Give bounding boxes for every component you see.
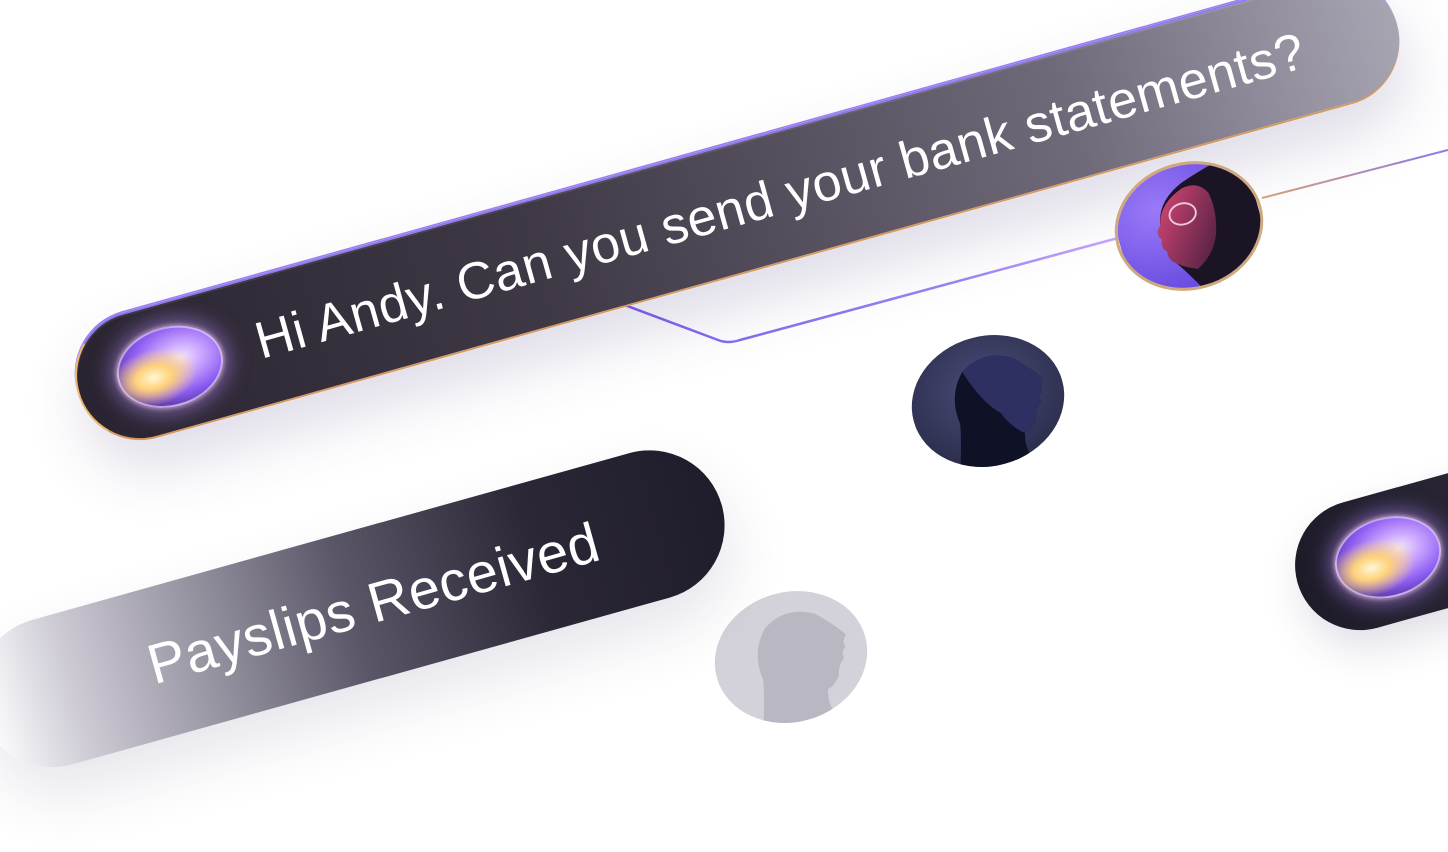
- connector-line-main: [589, 236, 1119, 344]
- connector-line-right: [1261, 149, 1448, 199]
- portrait-man-icon: [896, 317, 1080, 485]
- avatar-faded-profile: [699, 573, 883, 741]
- ai-orb-icon: [1325, 504, 1448, 611]
- portrait-faded-icon: [699, 573, 883, 741]
- ai-orb-icon: [107, 313, 233, 420]
- avatar-woman-glasses: [1099, 144, 1279, 308]
- avatar-man-profile: [896, 317, 1080, 485]
